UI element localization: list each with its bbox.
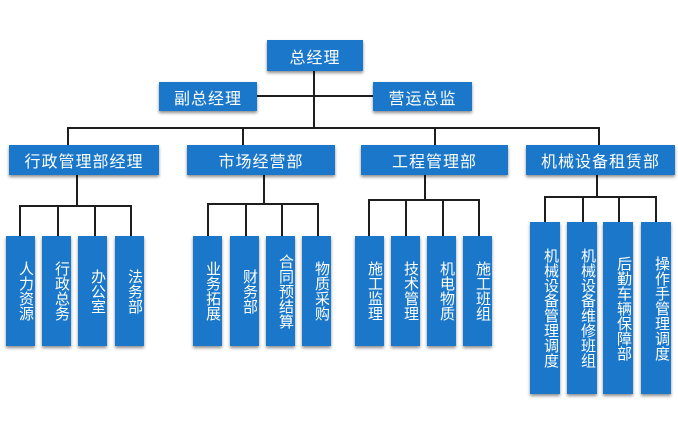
unit-label: 机械设备维修班组 — [579, 248, 597, 368]
unit-drop-line — [94, 205, 96, 237]
department-box-2: 市场经营部 — [187, 145, 335, 175]
unit-label: 物质采购 — [313, 261, 331, 321]
deputy-box-2: 营运总监 — [373, 82, 472, 111]
unit-drop-line — [582, 196, 584, 224]
unit-label: 业务拓展 — [204, 261, 222, 321]
dept-stem-line — [76, 174, 78, 206]
dept-drop-line — [242, 127, 244, 146]
unit-box: 物质采购 — [302, 236, 331, 346]
unit-label: 机电物质 — [438, 261, 456, 321]
department-box-4: 机械设备租赁部 — [526, 145, 675, 175]
unit-drop-line — [618, 196, 620, 224]
unit-box: 人力资源 — [6, 236, 35, 346]
dept-drop-line — [598, 127, 600, 146]
unit-box: 法务部 — [115, 236, 144, 346]
unit-box: 业务拓展 — [193, 236, 222, 346]
unit-label: 施工班组 — [474, 261, 492, 321]
unit-drop-line — [57, 205, 59, 237]
unit-label: 后勤车辆保障部 — [615, 255, 633, 361]
unit-bus-line — [368, 199, 480, 201]
trunk-line — [313, 70, 315, 128]
unit-drop-line — [281, 203, 283, 237]
general-manager-box: 总经理 — [267, 40, 363, 71]
unit-label: 施工监理 — [366, 261, 384, 321]
unit-box: 技术管理 — [391, 236, 420, 346]
unit-drop-line — [442, 199, 444, 237]
unit-label: 机械设备管理调度 — [542, 248, 560, 368]
unit-drop-line — [478, 199, 480, 237]
unit-box: 机械设备管理调度 — [530, 222, 560, 394]
unit-box: 合同预结算 — [266, 236, 295, 346]
unit-drop-line — [368, 199, 370, 237]
unit-bus-line — [544, 196, 657, 198]
unit-drop-line — [207, 203, 209, 237]
unit-drop-line — [130, 205, 132, 237]
dept-stem-line — [263, 174, 265, 204]
unit-drop-line — [405, 199, 407, 237]
unit-drop-line — [245, 203, 247, 237]
unit-label: 合同预结算 — [277, 253, 295, 329]
unit-box: 财务部 — [230, 236, 259, 346]
unit-box: 办公室 — [78, 236, 107, 346]
unit-box: 行政总务 — [42, 236, 71, 346]
unit-bus-line — [19, 205, 132, 207]
unit-label: 财务部 — [241, 268, 259, 314]
unit-label: 技术管理 — [402, 261, 420, 321]
deputy-box-1: 副总经理 — [159, 82, 257, 111]
unit-drop-line — [317, 203, 319, 237]
dept-drop-line — [434, 127, 436, 146]
department-box-3: 工程管理部 — [361, 145, 508, 175]
unit-label: 行政总务 — [53, 261, 71, 321]
department-bus-line — [67, 127, 599, 129]
dept-drop-line — [67, 127, 69, 146]
unit-box: 机电物质 — [427, 236, 456, 346]
unit-label: 操作手管理调度 — [653, 255, 671, 361]
unit-box: 施工班组 — [463, 236, 492, 346]
unit-label: 法务部 — [126, 268, 144, 314]
unit-label: 人力资源 — [17, 261, 35, 321]
unit-box: 后勤车辆保障部 — [603, 222, 633, 394]
dept-stem-line — [596, 174, 598, 197]
dept-stem-line — [424, 174, 426, 200]
unit-box: 施工监理 — [355, 236, 384, 346]
unit-drop-line — [19, 205, 21, 237]
unit-bus-line — [207, 203, 319, 205]
deputy-line — [256, 95, 374, 97]
unit-box: 机械设备维修班组 — [567, 222, 597, 394]
department-box-1: 行政管理部经理 — [9, 145, 159, 175]
unit-drop-line — [655, 196, 657, 224]
unit-drop-line — [544, 196, 546, 224]
unit-label: 办公室 — [89, 268, 107, 314]
unit-box: 操作手管理调度 — [641, 222, 671, 394]
